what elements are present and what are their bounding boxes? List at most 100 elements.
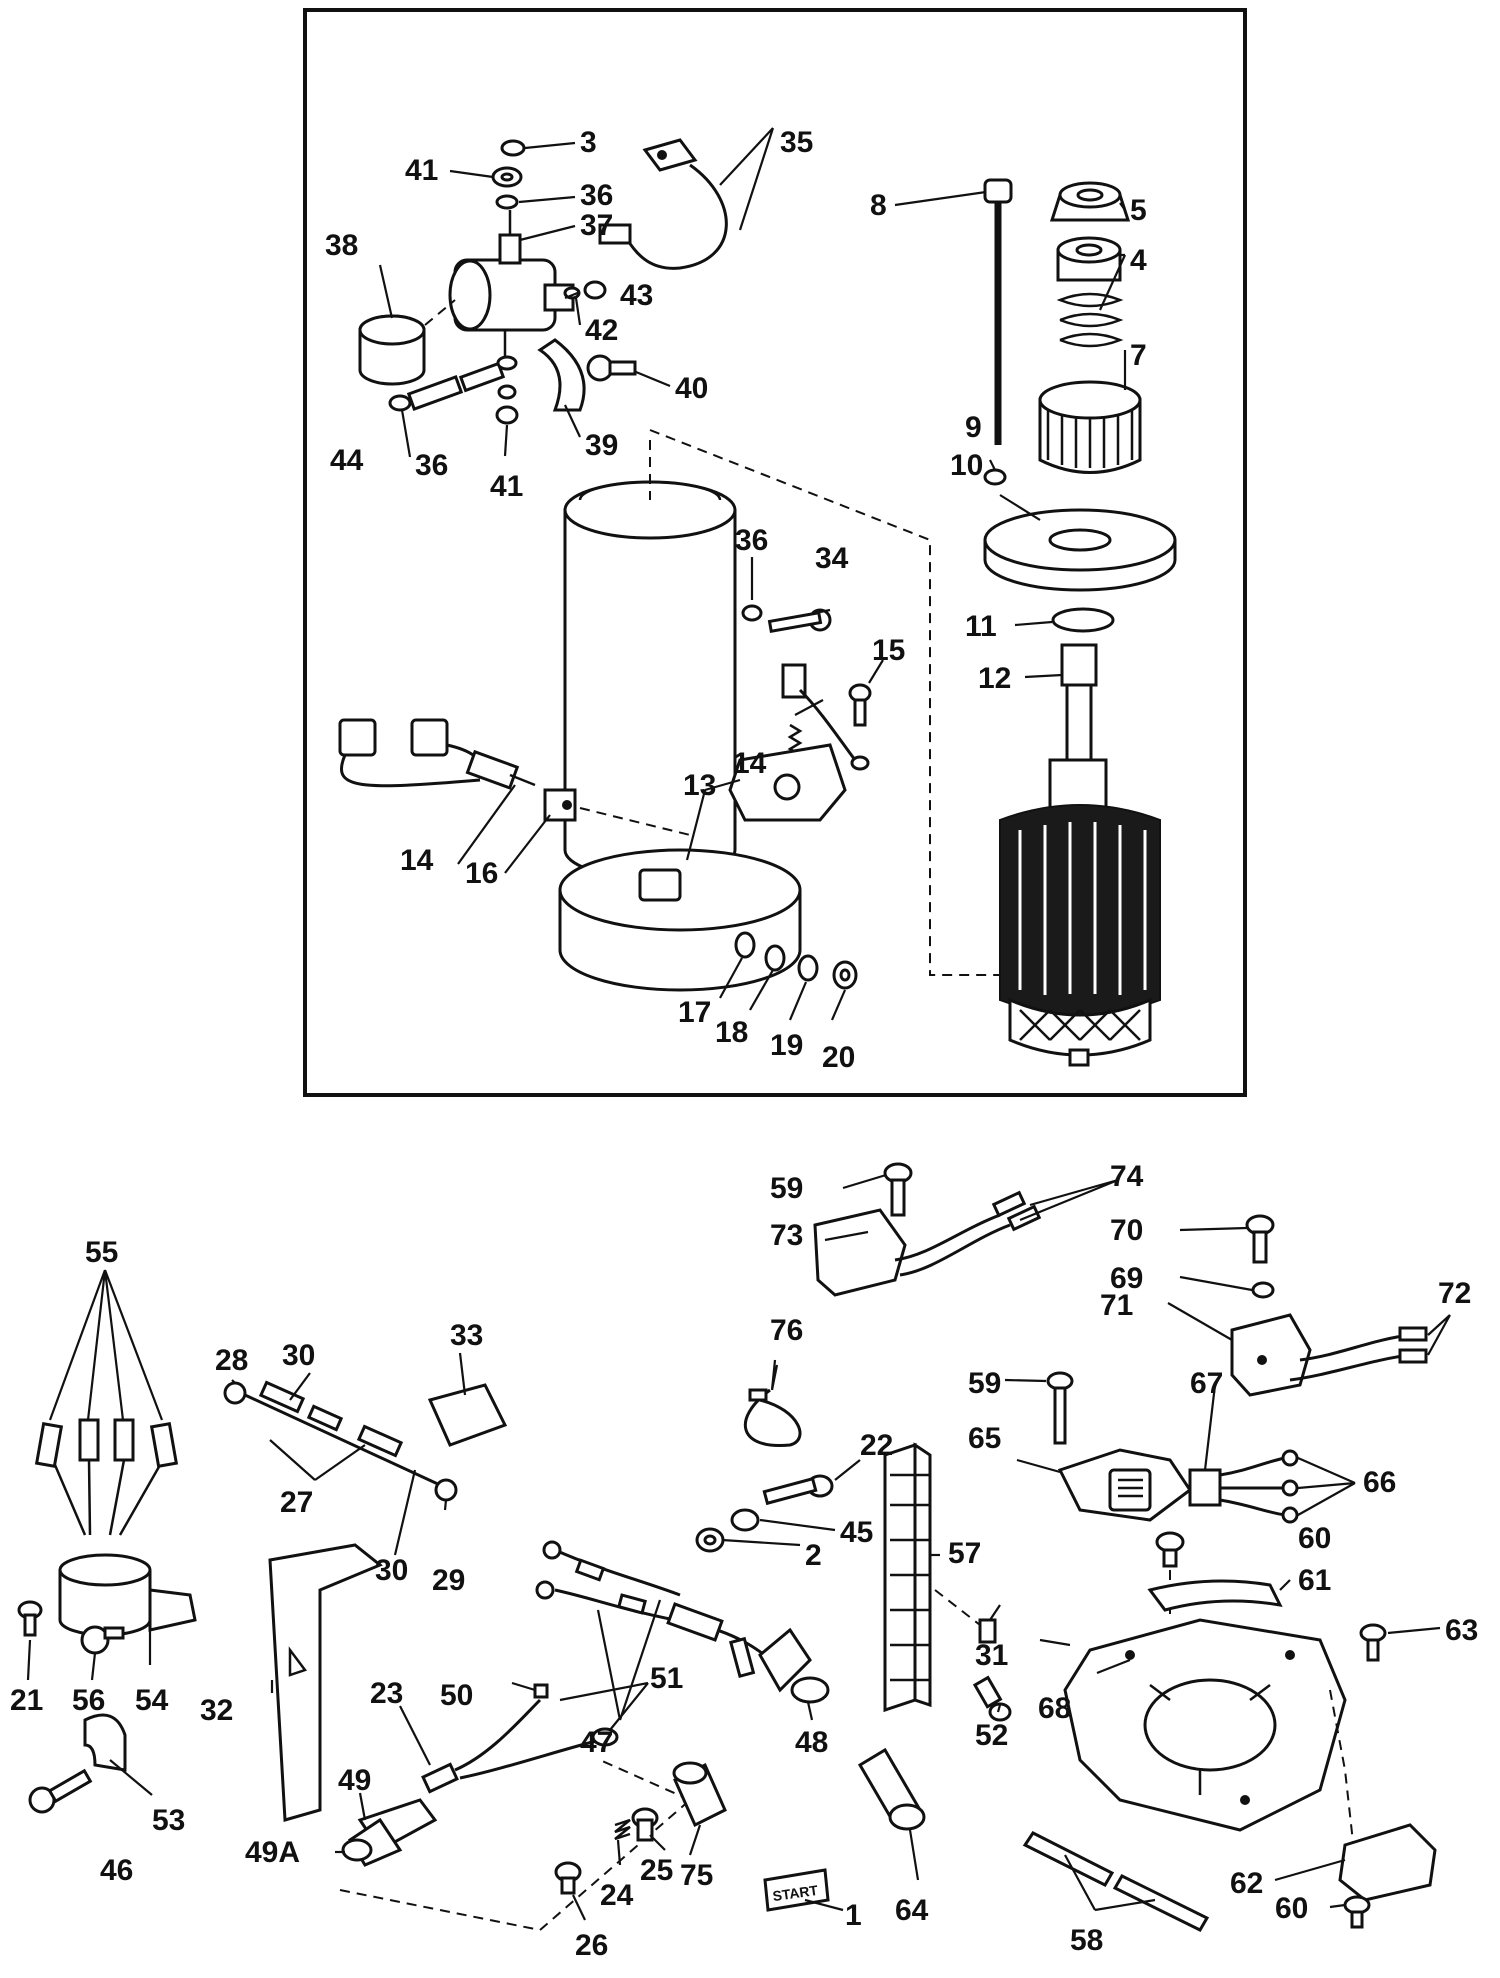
callout-47: 47 bbox=[580, 1726, 613, 1759]
callout-56: 56 bbox=[72, 1684, 105, 1717]
callout-69: 69 bbox=[1110, 1262, 1143, 1295]
stator-plate-68 bbox=[1063, 1618, 1347, 1832]
callout-52: 52 bbox=[975, 1719, 1008, 1752]
callout-35: 35 bbox=[780, 126, 813, 159]
spring-24 bbox=[614, 1818, 631, 1841]
screw-60-bottom bbox=[1343, 1895, 1371, 1929]
leads-55 bbox=[34, 1418, 179, 1536]
harness-27 bbox=[223, 1380, 458, 1502]
callout-14: 14 bbox=[733, 747, 767, 780]
washer-36-bottom bbox=[497, 384, 517, 400]
callout-1: 1 bbox=[845, 1899, 862, 1932]
callout-53: 53 bbox=[152, 1804, 185, 1837]
washer-36-top bbox=[495, 194, 519, 210]
screw-63 bbox=[1359, 1623, 1387, 1662]
callout-64: 64 bbox=[895, 1894, 929, 1927]
callout-30: 30 bbox=[282, 1339, 315, 1372]
callout-28: 28 bbox=[215, 1344, 248, 1377]
callout-20: 20 bbox=[822, 1041, 855, 1074]
plate-62 bbox=[1338, 1823, 1437, 1902]
screw-60-top bbox=[1155, 1531, 1185, 1568]
washer-11 bbox=[1051, 607, 1115, 633]
bulb-64 bbox=[857, 1747, 926, 1831]
screw-52 bbox=[972, 1675, 1012, 1722]
callout-75: 75 bbox=[680, 1859, 713, 1892]
strap-39 bbox=[537, 338, 586, 412]
callout-33: 33 bbox=[450, 1319, 483, 1352]
screw-56 bbox=[80, 1625, 125, 1655]
nut-5 bbox=[1049, 181, 1131, 222]
callout-2: 2 bbox=[805, 1539, 822, 1572]
callout-29: 29 bbox=[432, 1564, 465, 1597]
switch-65 bbox=[1057, 1448, 1222, 1522]
starter-motor-frame bbox=[303, 8, 1247, 1097]
washer-45 bbox=[730, 1508, 760, 1532]
tube-58 bbox=[1022, 1831, 1210, 1932]
callout-26: 26 bbox=[575, 1929, 608, 1962]
callout-43: 43 bbox=[620, 279, 653, 312]
washer-36-mid bbox=[741, 604, 763, 622]
callout-13: 13 bbox=[683, 769, 716, 802]
switch-73 bbox=[813, 1190, 1042, 1297]
spring-4 bbox=[1056, 292, 1124, 348]
armature-12 bbox=[999, 643, 1161, 1067]
boot-48 bbox=[758, 1627, 830, 1704]
screw-59-bottom bbox=[1046, 1371, 1074, 1445]
stop-collar-4 bbox=[1056, 236, 1122, 282]
callout-49: 49 bbox=[338, 1764, 371, 1797]
bolt-40 bbox=[586, 354, 637, 382]
callout-59: 59 bbox=[770, 1172, 803, 1205]
callout-36: 36 bbox=[735, 524, 768, 557]
callout-41: 41 bbox=[490, 470, 523, 503]
callout-38: 38 bbox=[325, 229, 358, 262]
brush-14-lower bbox=[338, 718, 536, 790]
washer-18 bbox=[764, 944, 786, 972]
callout-16: 16 bbox=[465, 857, 498, 890]
callout-72: 72 bbox=[1438, 1277, 1471, 1310]
screw-21 bbox=[17, 1600, 43, 1637]
bolt-34 bbox=[767, 608, 832, 634]
screw-15 bbox=[848, 683, 872, 727]
callout-27: 27 bbox=[280, 1486, 313, 1519]
callout-34: 34 bbox=[815, 542, 849, 575]
callout-55: 55 bbox=[85, 1236, 118, 1269]
callout-59: 59 bbox=[968, 1367, 1001, 1400]
callout-22: 22 bbox=[860, 1429, 893, 1462]
nut-2 bbox=[695, 1527, 725, 1553]
callout-40: 40 bbox=[675, 372, 708, 405]
callout-65: 65 bbox=[968, 1422, 1001, 1455]
callout-11: 11 bbox=[965, 610, 997, 643]
callout-48: 48 bbox=[795, 1726, 828, 1759]
callout-19: 19 bbox=[770, 1029, 803, 1062]
plate-61 bbox=[1147, 1579, 1283, 1612]
callout-8: 8 bbox=[870, 189, 887, 222]
callout-67: 67 bbox=[1190, 1367, 1223, 1400]
terminal-block-57 bbox=[883, 1442, 932, 1713]
callout-45: 45 bbox=[840, 1516, 873, 1549]
callout-7: 7 bbox=[1130, 339, 1147, 372]
callout-4: 4 bbox=[1130, 244, 1147, 277]
terminal-44 bbox=[388, 361, 506, 412]
callout-17: 17 bbox=[678, 996, 711, 1029]
lead-66 bbox=[1219, 1449, 1299, 1524]
nut-41-bottom bbox=[495, 405, 519, 425]
nut-41-top bbox=[491, 166, 523, 188]
frame-housing bbox=[563, 480, 737, 880]
end-cap bbox=[558, 848, 802, 992]
callout-12: 12 bbox=[978, 662, 1011, 695]
screw-22 bbox=[762, 1474, 834, 1506]
drive-gear-7 bbox=[1038, 380, 1142, 474]
callout-66: 66 bbox=[1363, 1466, 1396, 1499]
cover-33 bbox=[427, 1383, 508, 1447]
brush-spring-14-upper bbox=[781, 663, 870, 771]
lockwasher-3 bbox=[500, 139, 526, 157]
callout-41: 41 bbox=[405, 154, 438, 187]
callout-31: 31 bbox=[975, 1639, 1008, 1672]
callout-60: 60 bbox=[1298, 1522, 1331, 1555]
clip-53 bbox=[83, 1713, 127, 1772]
screw-31 bbox=[978, 1618, 997, 1644]
through-bolt-8 bbox=[983, 178, 1013, 445]
callout-54: 54 bbox=[135, 1684, 169, 1717]
relay-54 bbox=[58, 1553, 197, 1637]
